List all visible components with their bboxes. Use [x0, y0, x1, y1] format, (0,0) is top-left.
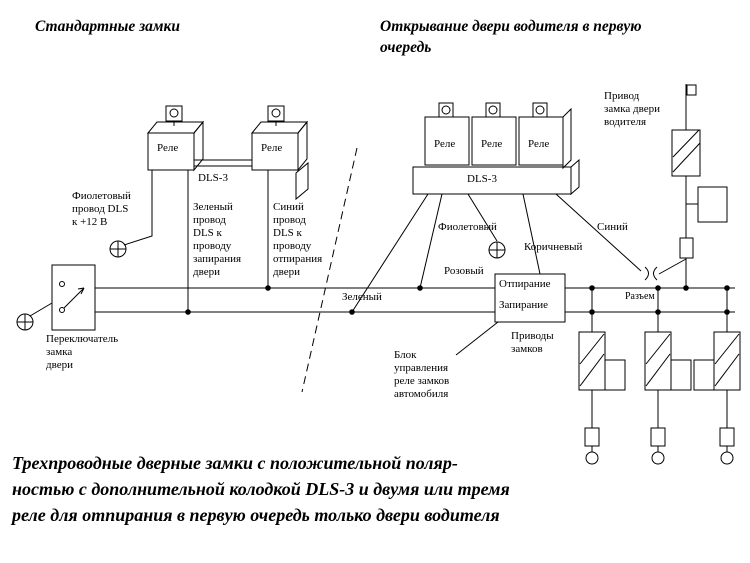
actuator-hook: [651, 451, 665, 465]
actuator-side-box: [670, 359, 692, 391]
relay-right-2: [471, 102, 517, 166]
junction-dots: [185, 285, 730, 315]
actuator-hook: [720, 451, 734, 465]
brown-wire: [522, 193, 541, 275]
actuator-coupling: [584, 427, 600, 447]
wire-label-pink: Розовый: [444, 265, 484, 277]
control-unit-label: Блок управления реле замков автомобиля: [394, 349, 450, 400]
relay-mount-hole: [535, 105, 545, 115]
relay-left-2: [250, 105, 309, 201]
actuator-side-box: [693, 359, 715, 391]
relay-body: [424, 116, 470, 166]
blue-wire-right-2: [658, 258, 687, 275]
actuator-door-2: [644, 288, 692, 465]
dls3-fanout-wires: [351, 193, 687, 313]
power-plus-icon-switch: [16, 313, 34, 331]
dls3-label-left: DLS-3: [198, 172, 228, 184]
relay-body: [471, 116, 517, 166]
relay-mount-tab: [532, 102, 548, 118]
green-wire-note: Зеленый провод DLS к проводу запирания д…: [193, 201, 242, 278]
violet-wire-right: [467, 193, 498, 242]
relay-connector-block: [295, 161, 309, 201]
actuator-side-box: [697, 186, 728, 223]
title-driver-door-first: Открывание двери водителя в первую очере…: [380, 18, 642, 56]
driver-actuator-label: Привод замка двери водителя: [604, 90, 660, 128]
connector-label: Разъем: [625, 291, 655, 302]
relay-label: Реле: [261, 142, 283, 154]
actuator-coupling: [650, 427, 666, 447]
wire-label-violet: Фиолетовый: [438, 221, 497, 233]
relay-mount-hole: [169, 108, 179, 118]
wire-label-blue: Синий: [597, 221, 628, 233]
actuator-hook: [585, 451, 599, 465]
title-standard-locks: Стандартные замки: [35, 18, 181, 35]
blue-wire-right: [555, 193, 642, 272]
control-unit-pointer: [455, 321, 499, 356]
relay-label: Реле: [157, 142, 179, 154]
relay-mount-tab: [485, 102, 501, 118]
diagram-caption: Трехпроводные дверные замки с положитель…: [12, 453, 510, 525]
dls3-label-right: DLS-3: [467, 173, 497, 185]
lock-label: Запирание: [499, 299, 549, 311]
relay-label: Реле: [434, 138, 456, 150]
actuator-coupling: [719, 427, 735, 447]
violet-wire-note: Фиолетовый провод DLS к +12 В: [72, 190, 131, 228]
relay-mount-tab: [438, 102, 454, 118]
green-wire-right: [351, 193, 429, 313]
main-bus-wires: [95, 287, 735, 313]
dls3-box-right: [412, 158, 580, 196]
power-plus-icon-right: [488, 241, 506, 259]
actuator-door-1: [578, 288, 626, 465]
connector-icon: [644, 266, 658, 281]
blue-wire-note: Синий провод DLS к проводу отпирания две…: [273, 201, 323, 278]
relay-mount-tab: [165, 105, 183, 122]
relay-right-3: [518, 102, 572, 170]
door-lock-switch: [29, 264, 96, 331]
section-divider: [301, 147, 358, 393]
actuators-label: Приводы замков: [511, 330, 554, 355]
switch-label: Переключатель замка двери: [46, 333, 119, 371]
relay-right-1: [424, 102, 470, 166]
relay-left-1: [146, 105, 205, 172]
actuator-driver-door: [671, 84, 728, 259]
relay-mount-hole: [488, 105, 498, 115]
relay-label: Реле: [528, 138, 550, 150]
relay-mount-hole: [441, 105, 451, 115]
wire-label-brown: Коричневый: [524, 241, 583, 253]
lock-control-box: [494, 273, 566, 323]
relay-mount-tab: [267, 105, 285, 122]
actuator-coupling: [679, 237, 694, 259]
relay-label: Реле: [481, 138, 503, 150]
power-plus-icon-left: [109, 240, 127, 258]
wire-label-green: Зеленый: [342, 291, 382, 303]
unlock-label: Отпирание: [499, 278, 551, 290]
violet-wire-left: [123, 170, 153, 246]
actuator-side-box: [604, 359, 626, 391]
relay-mount-hole: [271, 108, 281, 118]
actuator-door-3: [693, 288, 741, 465]
pink-wire: [419, 193, 443, 289]
